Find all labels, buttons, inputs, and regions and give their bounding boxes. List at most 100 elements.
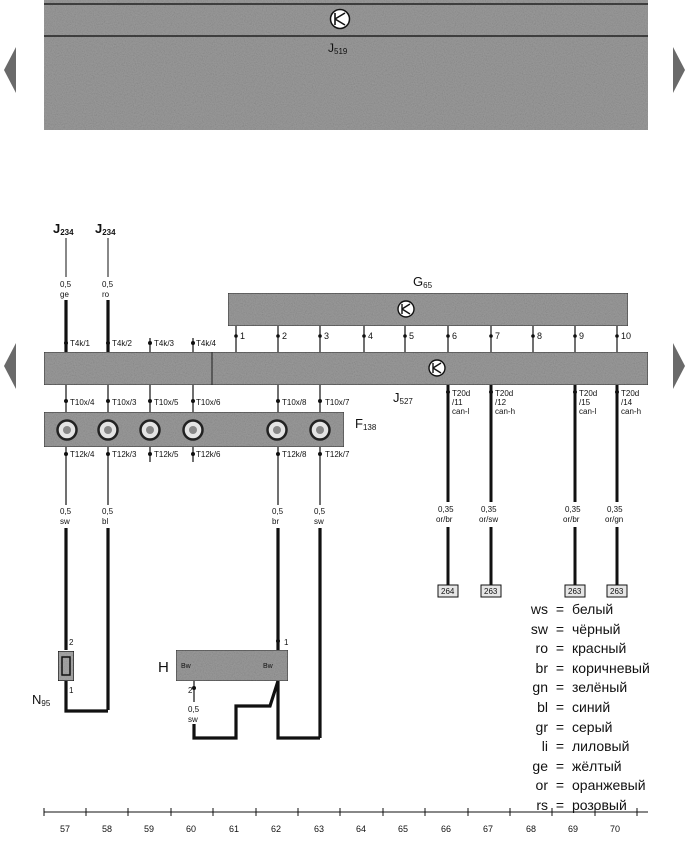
g65-panel bbox=[227, 292, 629, 327]
legend-code: ro bbox=[535, 640, 548, 657]
wire-69-color: or/br bbox=[563, 515, 580, 524]
legend-code: ws bbox=[530, 601, 548, 617]
legend-equals: = bbox=[555, 698, 565, 715]
j527-f138-stubs bbox=[65, 385, 321, 412]
wire-70-size: 0,35 bbox=[607, 505, 623, 514]
color-legend: ws=белый sw=чёрный ro=красный br=коричне… bbox=[512, 600, 650, 816]
t4k4-label: T4k/4 bbox=[196, 339, 217, 348]
h-pin-1-marker bbox=[276, 639, 280, 643]
j234-label-left: J234 bbox=[53, 221, 74, 237]
next-page-arrow-top[interactable] bbox=[673, 47, 685, 93]
t4k1-label: T4k/1 bbox=[70, 339, 91, 348]
g65-pin-3: 3 bbox=[324, 331, 329, 341]
f138-main: F bbox=[355, 416, 363, 431]
t10x3-label: T10x/3 bbox=[112, 398, 137, 407]
t12k3-label: T12k/3 bbox=[112, 450, 137, 459]
scale-70: 70 bbox=[610, 824, 620, 834]
g65-pin-8: 8 bbox=[537, 331, 542, 341]
n95-label: N95 bbox=[32, 692, 51, 708]
legend-name: серый bbox=[572, 718, 613, 735]
wire-69-size: 0,35 bbox=[565, 505, 581, 514]
legend-name: чёрный bbox=[572, 620, 621, 637]
scale-69: 69 bbox=[568, 824, 578, 834]
legend-row: gn=зелёный bbox=[512, 678, 650, 698]
next-page-arrow-bottom[interactable] bbox=[673, 343, 685, 389]
ref-box-3[interactable]: 263 bbox=[568, 587, 582, 596]
h-bw-left: Bw bbox=[181, 663, 192, 670]
g65-pin-2: 2 bbox=[282, 331, 287, 341]
prev-page-arrow-bottom[interactable] bbox=[4, 343, 16, 389]
t20d-markers bbox=[446, 390, 619, 394]
t12k7-label: T12k/7 bbox=[325, 450, 350, 459]
g65-pin-5: 5 bbox=[409, 331, 414, 341]
legend-row: li=лиловый bbox=[512, 737, 650, 757]
legend-code: gn bbox=[532, 679, 548, 696]
j519-label: J519 bbox=[328, 41, 348, 56]
scale-65: 65 bbox=[398, 824, 408, 834]
ref-box-4[interactable]: 263 bbox=[610, 587, 624, 596]
j527-label: J527 bbox=[393, 390, 413, 406]
wire-63b-size: 0,5 bbox=[314, 507, 326, 516]
wire-63b-color: sw bbox=[314, 517, 324, 526]
prev-page-arrow-top[interactable] bbox=[4, 47, 16, 93]
ref-box-1[interactable]: 264 bbox=[441, 587, 455, 596]
legend-code: bl bbox=[537, 698, 548, 715]
g65-pin-1: 1 bbox=[240, 331, 245, 341]
j527-panel bbox=[43, 351, 649, 386]
f138-sub: 138 bbox=[363, 423, 377, 432]
j234-right-sub: 234 bbox=[102, 228, 116, 237]
legend-equals: = bbox=[555, 738, 565, 755]
scale-ticks bbox=[43, 808, 638, 816]
legend-row: rs=розовый bbox=[512, 796, 650, 816]
ref-box-2[interactable]: 263 bbox=[484, 587, 498, 596]
wire-60h-size: 0,5 bbox=[188, 705, 200, 714]
legend-row: or=оранжевый bbox=[512, 776, 650, 796]
h-pin-2: 2 bbox=[188, 686, 193, 695]
wire-57b-size: 0,5 bbox=[60, 507, 72, 516]
t20d-3-can: can-l bbox=[579, 407, 597, 416]
scale-57: 57 bbox=[60, 824, 70, 834]
j234-right-main: J bbox=[95, 221, 102, 236]
legend-name: коричневый bbox=[572, 659, 650, 676]
t20d-2-name: T20d bbox=[495, 389, 513, 398]
t4k2-label: T4k/2 bbox=[112, 339, 133, 348]
wire-58-color: ro bbox=[102, 290, 110, 299]
g65-pin-markers bbox=[234, 334, 619, 338]
wire-58b-color: bl bbox=[102, 517, 108, 526]
legend-row: bl = синий bbox=[512, 698, 650, 718]
wire-57b-color: sw bbox=[60, 517, 70, 526]
n95-sub: 95 bbox=[41, 699, 50, 708]
t10x6-label: T10x/6 bbox=[196, 398, 221, 407]
reference-boxes bbox=[437, 584, 628, 598]
legend-equals: = bbox=[555, 777, 565, 794]
f138-contact-rings bbox=[56, 419, 331, 441]
scale-58: 58 bbox=[102, 824, 112, 834]
scale-61: 61 bbox=[229, 824, 239, 834]
legend-code: sw bbox=[530, 620, 548, 637]
f138-label: F138 bbox=[355, 416, 377, 432]
j527-ecu-symbol bbox=[428, 359, 446, 377]
g65-label: G65 bbox=[413, 274, 433, 290]
wire-58b-size: 0,5 bbox=[102, 507, 114, 516]
wire-62b-size: 0,5 bbox=[272, 507, 284, 516]
legend-row: ge=жёлтый bbox=[512, 757, 650, 777]
legend-code: gr bbox=[535, 718, 548, 735]
t20d-4-name: T20d bbox=[621, 389, 639, 398]
can-wires bbox=[446, 385, 619, 585]
t10x8-label: T10x/8 bbox=[282, 398, 307, 407]
g65-sub: 65 bbox=[423, 281, 432, 290]
j519-label-sub: 519 bbox=[334, 47, 348, 56]
legend-equals: = bbox=[555, 640, 565, 657]
t10x5-label: T10x/5 bbox=[154, 398, 179, 407]
scale-62: 62 bbox=[271, 824, 281, 834]
legend-code: ge bbox=[532, 757, 548, 774]
wire-58-size: 0,5 bbox=[102, 280, 114, 289]
j234-left-sub: 234 bbox=[60, 228, 74, 237]
j527-sub: 527 bbox=[400, 397, 414, 406]
wire-60h-color: sw bbox=[188, 715, 198, 724]
g65-pin-9: 9 bbox=[579, 331, 584, 341]
legend-name: синий bbox=[572, 698, 611, 715]
legend-name: красный bbox=[572, 640, 627, 657]
